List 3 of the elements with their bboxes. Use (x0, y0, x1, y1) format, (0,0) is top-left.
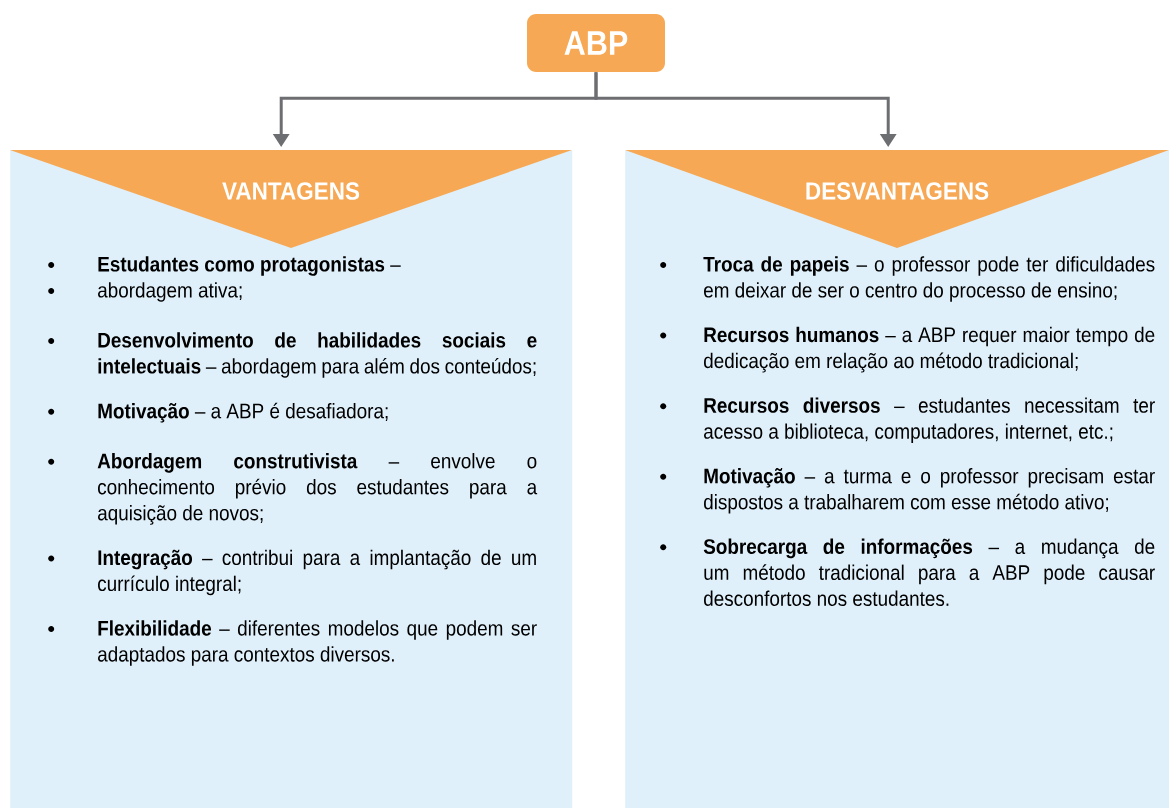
header-triangle: DESVANTAGENS (625, 150, 1169, 248)
title-box: ABP (527, 14, 665, 72)
header-triangle: VANTAGENS (10, 150, 572, 248)
